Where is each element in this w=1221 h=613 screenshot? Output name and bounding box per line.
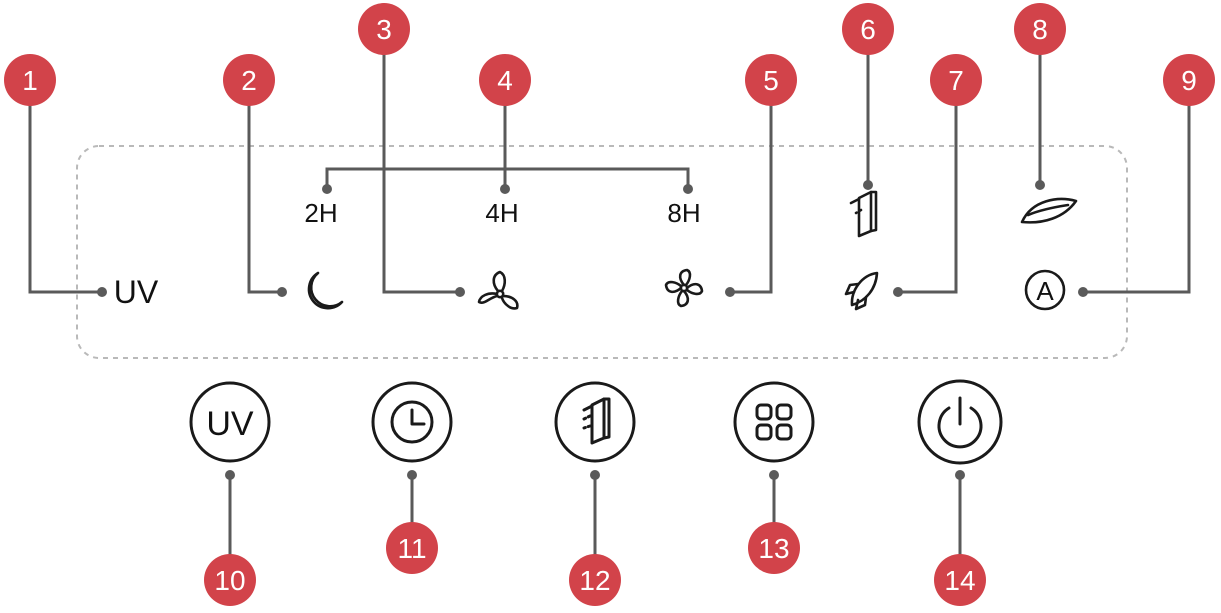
callout-4-label: 4 <box>497 65 513 96</box>
leader-dot <box>893 287 903 297</box>
leader-line-1 <box>28 96 98 294</box>
callout-13: 13 <box>748 522 800 574</box>
moon-icon <box>307 271 344 310</box>
callout-badges: 1 2 3 4 5 6 7 8 <box>4 3 1215 606</box>
grid-icon <box>755 403 793 441</box>
callout-8-label: 8 <box>1032 14 1048 45</box>
leader-line-3 <box>382 42 456 294</box>
timer-label-8h: 8H <box>667 198 700 228</box>
callout-12: 12 <box>569 554 621 606</box>
leader-dot <box>322 184 332 194</box>
callout-10-label: 10 <box>214 565 245 596</box>
callout-2: 2 <box>223 54 275 106</box>
auto-mode-icon <box>1024 269 1066 311</box>
callout-5: 5 <box>745 54 797 106</box>
power-icon <box>937 396 983 449</box>
power-button-outline[interactable] <box>917 379 1003 465</box>
timer-label-4h: 4H <box>485 198 518 228</box>
callout-7-label: 7 <box>948 65 964 96</box>
leader-dot <box>1078 287 1088 297</box>
uv-button-label: UV <box>206 405 254 443</box>
callout-7: 7 <box>930 54 982 106</box>
leader-dot <box>455 287 465 297</box>
callout-1: 1 <box>4 54 56 106</box>
callout-5-label: 5 <box>763 65 779 96</box>
leader-lines <box>28 42 1191 560</box>
uv-indicator-label: UV <box>114 274 159 310</box>
leader-line-2 <box>247 96 278 294</box>
callout-3-label: 3 <box>376 14 392 45</box>
leader-dot <box>1035 180 1045 190</box>
leader-dots <box>97 180 1088 480</box>
leader-dot <box>683 184 693 194</box>
leader-line-9 <box>1086 96 1191 294</box>
leader-dot <box>500 184 510 194</box>
callout-8: 8 <box>1014 3 1066 55</box>
power-button[interactable] <box>917 379 1003 465</box>
uv-button-outline[interactable] <box>189 381 271 463</box>
clock-hands <box>410 408 426 426</box>
mode-button[interactable] <box>733 381 815 463</box>
leader-dot <box>769 470 779 480</box>
callout-2-label: 2 <box>241 65 257 96</box>
callout-11-label: 11 <box>397 533 426 564</box>
filter-reset-button-outline[interactable] <box>554 381 636 463</box>
leader-dot <box>97 287 107 297</box>
callout-4: 4 <box>479 54 531 106</box>
four-blade-fan-icon <box>664 268 704 308</box>
mode-button-outline[interactable] <box>733 381 815 463</box>
auto-mode-label: A <box>1036 276 1054 306</box>
indicator-panel <box>76 145 1128 359</box>
timer-button-outline[interactable] <box>371 381 453 463</box>
leader-line-4-bracket <box>325 167 690 187</box>
callout-12-label: 12 <box>579 565 610 596</box>
leader-dot <box>407 470 417 480</box>
rocket-icon <box>844 271 879 311</box>
leader-dot <box>863 180 873 190</box>
leader-dot <box>225 470 235 480</box>
leader-dot <box>725 287 735 297</box>
filter-reset-button[interactable] <box>554 381 636 463</box>
callout-6: 6 <box>842 3 894 55</box>
timer-button[interactable] <box>371 381 453 463</box>
filter-replace-icon <box>849 190 878 238</box>
callout-11: 11 <box>386 522 438 574</box>
leader-line-5 <box>733 96 773 294</box>
callout-3: 3 <box>358 3 410 55</box>
leader-line-7 <box>902 96 958 294</box>
leader-dot <box>955 470 965 480</box>
callout-1-label: 1 <box>22 65 38 96</box>
callout-6-label: 6 <box>860 14 876 45</box>
callout-13-label: 13 <box>758 533 789 564</box>
callout-14-label: 14 <box>944 565 975 596</box>
timer-label-2h: 2H <box>304 198 337 228</box>
leader-dot <box>277 287 287 297</box>
callout-14: 14 <box>934 554 986 606</box>
clock-icon <box>390 400 434 444</box>
three-blade-fan-icon <box>477 270 519 310</box>
leader-dot <box>590 470 600 480</box>
leaf-icon <box>1020 197 1078 224</box>
uv-button[interactable] <box>189 381 271 463</box>
callout-9: 9 <box>1163 54 1215 106</box>
callout-10: 10 <box>204 554 256 606</box>
filter-replace-icon <box>582 397 611 445</box>
callout-9-label: 9 <box>1181 65 1197 96</box>
